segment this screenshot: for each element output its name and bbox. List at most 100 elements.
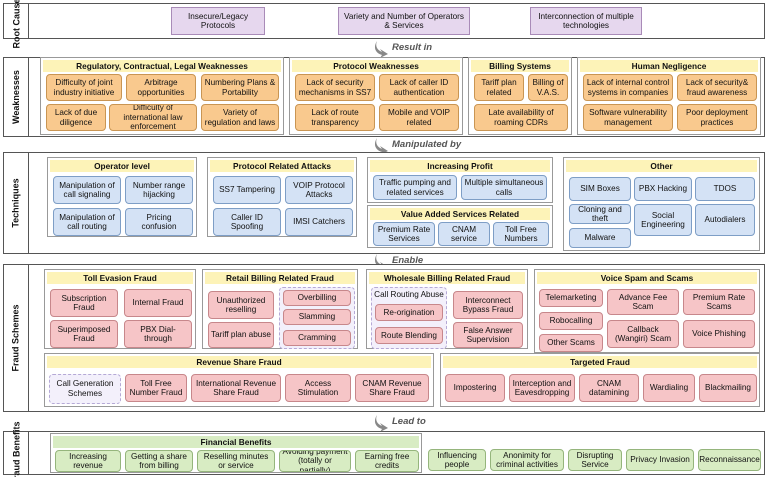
scheme-item: Subscription Fraud <box>50 289 118 317</box>
fraud-schemes-band: Fraud Schemes Toll Evasion Fraud Subscri… <box>3 264 765 412</box>
increasing-profit-group: Increasing Profit Traffic pumping and re… <box>367 157 553 203</box>
scheme-item: Interception and Eavesdropping <box>509 374 575 402</box>
weakness-item: Lack of security mechanisms in SS7 <box>295 74 375 101</box>
retail-billing-title: Retail Billing Related Fraud <box>205 272 355 284</box>
connector-result-in: Result in <box>0 39 768 59</box>
weakness-item: Tariff plan related <box>474 74 524 101</box>
weakness-item: Late availability of roaming CDRs <box>474 104 568 131</box>
regulatory-weaknesses-group: Regulatory, Contractual, Legal Weaknesse… <box>40 57 284 135</box>
retail-billing-group: Retail Billing Related Fraud Unauthorize… <box>202 269 358 349</box>
call-generation-schemes: Call Generation Schemes <box>49 374 121 404</box>
operator-level-title: Operator level <box>50 160 194 172</box>
protocol-weaknesses-group: Protocol Weaknesses Lack of security mec… <box>289 57 463 135</box>
protocol-attacks-group: Protocol Related Attacks SS7 Tampering V… <box>207 157 357 237</box>
technique-item: VOIP Protocol Attacks <box>285 176 353 204</box>
technique-item: Number range hijacking <box>125 176 193 204</box>
protocol-attacks-title: Protocol Related Attacks <box>210 160 354 172</box>
other-techniques-group: Other SIM Boxes PBX Hacking TDOS Cloning… <box>563 157 760 251</box>
curved-arrow-icon <box>374 138 388 155</box>
fraud-schemes-label: Fraud Schemes <box>11 304 21 372</box>
human-negligence-title: Human Negligence <box>580 60 758 72</box>
scheme-item: Access Stimulation <box>285 374 351 402</box>
technique-item: Manipulation of call routing <box>53 208 121 236</box>
billing-systems-group: Billing Systems Tariff plan related Bill… <box>468 57 572 135</box>
scheme-item: Other Scams <box>539 334 603 352</box>
scheme-item: Tariff plan abuse <box>208 322 274 348</box>
scheme-item: CNAM Revenue Share Fraud <box>355 374 429 402</box>
technique-item: Malware <box>569 228 631 248</box>
technique-item: Manipulation of call signaling <box>53 176 121 204</box>
scheme-item: Cramming <box>283 330 351 346</box>
root-causes-band: Root Causes Insecure/Legacy Protocols Va… <box>3 0 765 49</box>
weaknesses-label: Weaknesses <box>11 70 21 124</box>
scheme-item: Toll Free Number Fraud <box>125 374 187 402</box>
toll-evasion-group: Toll Evasion Fraud Subscription Fraud In… <box>44 269 196 349</box>
benefit-item: Reselling minutes or service <box>197 450 275 472</box>
technique-item: Pricing confusion <box>125 208 193 236</box>
weakness-item: Variety of regulation and laws <box>201 104 279 131</box>
weakness-item: Software vulnerability management <box>583 104 673 131</box>
benefit-item: Reconnaissance <box>698 449 761 471</box>
weakness-item: Billing of V.A.S. <box>528 74 568 101</box>
scheme-item: Voice Phishing <box>683 320 755 348</box>
technique-item: Toll Free Numbers <box>493 222 549 246</box>
root-cause-insecure-protocols: Insecure/Legacy Protocols <box>171 7 265 35</box>
technique-item: Autodialers <box>695 204 755 236</box>
weakness-item: Numbering Plans & Portability <box>201 74 279 101</box>
fraud-benefits-band: Fraud Benefits Financial Benefits Increa… <box>3 421 765 477</box>
increasing-profit-title: Increasing Profit <box>370 160 550 172</box>
scheme-item: Unauthorized reselling <box>208 291 274 319</box>
technique-item: Multiple simultaneous calls <box>461 175 547 200</box>
techniques-band: Techniques Operator level Manipulation o… <box>3 152 765 254</box>
weakness-item: Mobile and VOIP related <box>379 104 459 131</box>
weakness-item: Lack of due diligence <box>46 104 106 131</box>
benefit-item: Influencing people <box>428 449 486 471</box>
weakness-item: Difficulty of international law enforcem… <box>109 104 197 131</box>
benefit-item: Disrupting Service <box>568 449 622 471</box>
curved-arrow-icon <box>374 41 388 58</box>
targeted-fraud-title: Targeted Fraud <box>443 356 757 368</box>
weakness-item: Poor deployment practices <box>677 104 757 131</box>
scheme-item: PBX Dial-through <box>124 320 192 348</box>
techniques-label: Techniques <box>11 178 21 228</box>
scheme-item: Re-origination <box>375 304 443 321</box>
wholesale-billing-group: Wholesale Billing Related Fraud Call Rou… <box>366 269 528 349</box>
call-routing-abuse-label: Call Routing Abuse <box>374 290 444 299</box>
value-added-services-title: Value Added Services Related <box>370 208 550 220</box>
revenue-share-title: Revenue Share Fraud <box>47 356 431 368</box>
scheme-item: Impostering <box>445 374 505 402</box>
voice-spam-title: Voice Spam and Scams <box>537 272 757 284</box>
wholesale-billing-title: Wholesale Billing Related Fraud <box>369 272 525 284</box>
technique-item: SIM Boxes <box>569 177 631 201</box>
technique-item: Caller ID Spoofing <box>213 208 281 236</box>
scheme-item: Premium Rate Scams <box>683 289 755 315</box>
technique-item: IMSI Catchers <box>285 208 353 236</box>
curved-arrow-icon <box>374 415 388 432</box>
lead-to-label: Lead to <box>392 416 426 427</box>
toll-evasion-title: Toll Evasion Fraud <box>47 272 193 284</box>
scheme-item: Blackmailing <box>699 374 757 402</box>
technique-item: Social Engineering <box>634 204 692 236</box>
benefit-item: Avoiding payment (totally or partially) <box>279 450 351 472</box>
targeted-fraud-group: Targeted Fraud Impostering Interception … <box>440 353 760 407</box>
fraud-benefits-label: Fraud Benefits <box>11 421 22 477</box>
benefit-item: Getting a share from billing <box>125 450 193 472</box>
revenue-share-group: Revenue Share Fraud Call Generation Sche… <box>44 353 434 407</box>
financial-benefits-title: Financial Benefits <box>53 436 419 448</box>
technique-item: PBX Hacking <box>634 177 692 201</box>
regulatory-weaknesses-title: Regulatory, Contractual, Legal Weaknesse… <box>43 60 281 72</box>
scheme-item: CNAM datamining <box>579 374 639 402</box>
technique-item: Premium Rate Services <box>373 222 435 246</box>
weakness-item: Difficulty of joint industry initiative <box>46 74 122 101</box>
weakness-item: Arbitrage opportunities <box>126 74 196 101</box>
weakness-item: Lack of route transparency <box>295 104 375 131</box>
value-added-services-group: Value Added Services Related Premium Rat… <box>367 205 553 248</box>
weakness-item: Lack of caller ID authentication <box>379 74 459 101</box>
benefit-item: Privacy Invasion <box>626 449 694 471</box>
benefit-item: Anonimity for criminal activities <box>490 449 564 471</box>
scheme-item: Internal Fraud <box>124 289 192 317</box>
technique-item: TDOS <box>695 177 755 201</box>
result-in-label: Result in <box>392 42 433 53</box>
technique-item: SS7 Tampering <box>213 176 281 204</box>
voice-spam-group: Voice Spam and Scams Telemarketing Advan… <box>534 269 760 353</box>
